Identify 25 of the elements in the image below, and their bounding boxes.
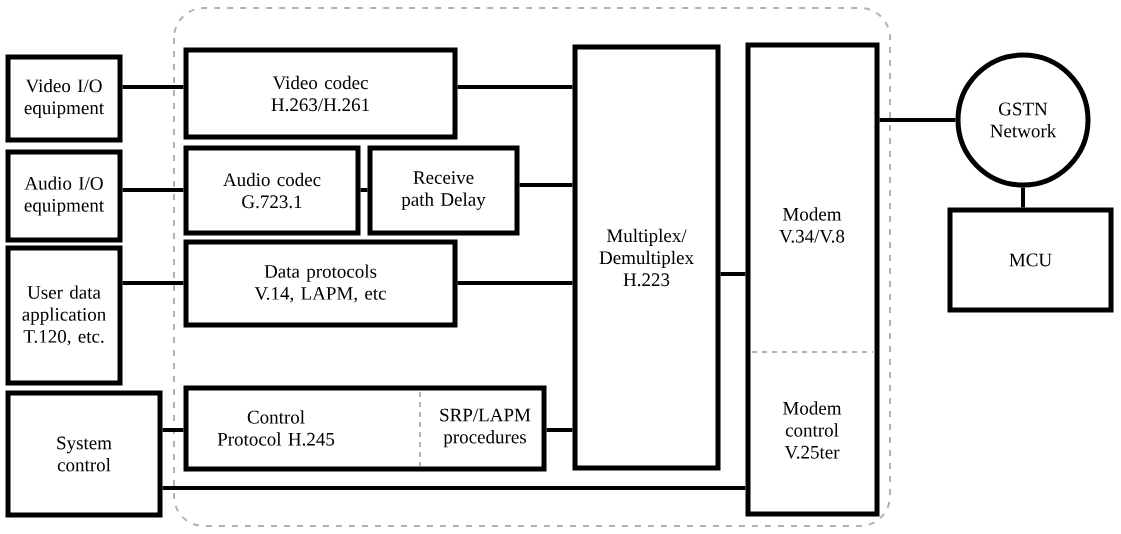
process-box: Audio I/O equipment [5, 149, 123, 243]
connector-line [879, 118, 956, 122]
process-box: Multiplex/Demultiplex H.223 [572, 44, 721, 471]
connector-line [122, 281, 184, 285]
process-box: MCU [947, 207, 1114, 313]
connector-line [720, 272, 746, 276]
connector-line [1021, 187, 1025, 208]
connector-line [457, 281, 573, 285]
process-box: Video I/O equipment [5, 54, 123, 143]
process-box: Modem V.34/V.8 Modem control V.25ter [745, 42, 880, 517]
connector-line [546, 428, 573, 432]
process-box: Data protocols V.14, LAPM, etc [183, 239, 458, 328]
connector-line [122, 85, 184, 89]
process-box: User data application T.120, etc. [5, 245, 123, 386]
connector-line [122, 188, 184, 192]
connector-line [360, 188, 368, 192]
connector-line [162, 428, 184, 432]
process-box: Audio codec G.723.1 [183, 145, 361, 236]
process-box: Video codec H.263/H.261 [183, 47, 458, 140]
process-box: System control [5, 390, 163, 518]
process-box: Receive path Delay [367, 145, 520, 236]
connector-line [457, 85, 573, 89]
connector-line [519, 183, 573, 187]
connector-line [162, 486, 746, 490]
process-box: Control Protocol H.245 SRP/LAPM procedures [183, 385, 547, 472]
